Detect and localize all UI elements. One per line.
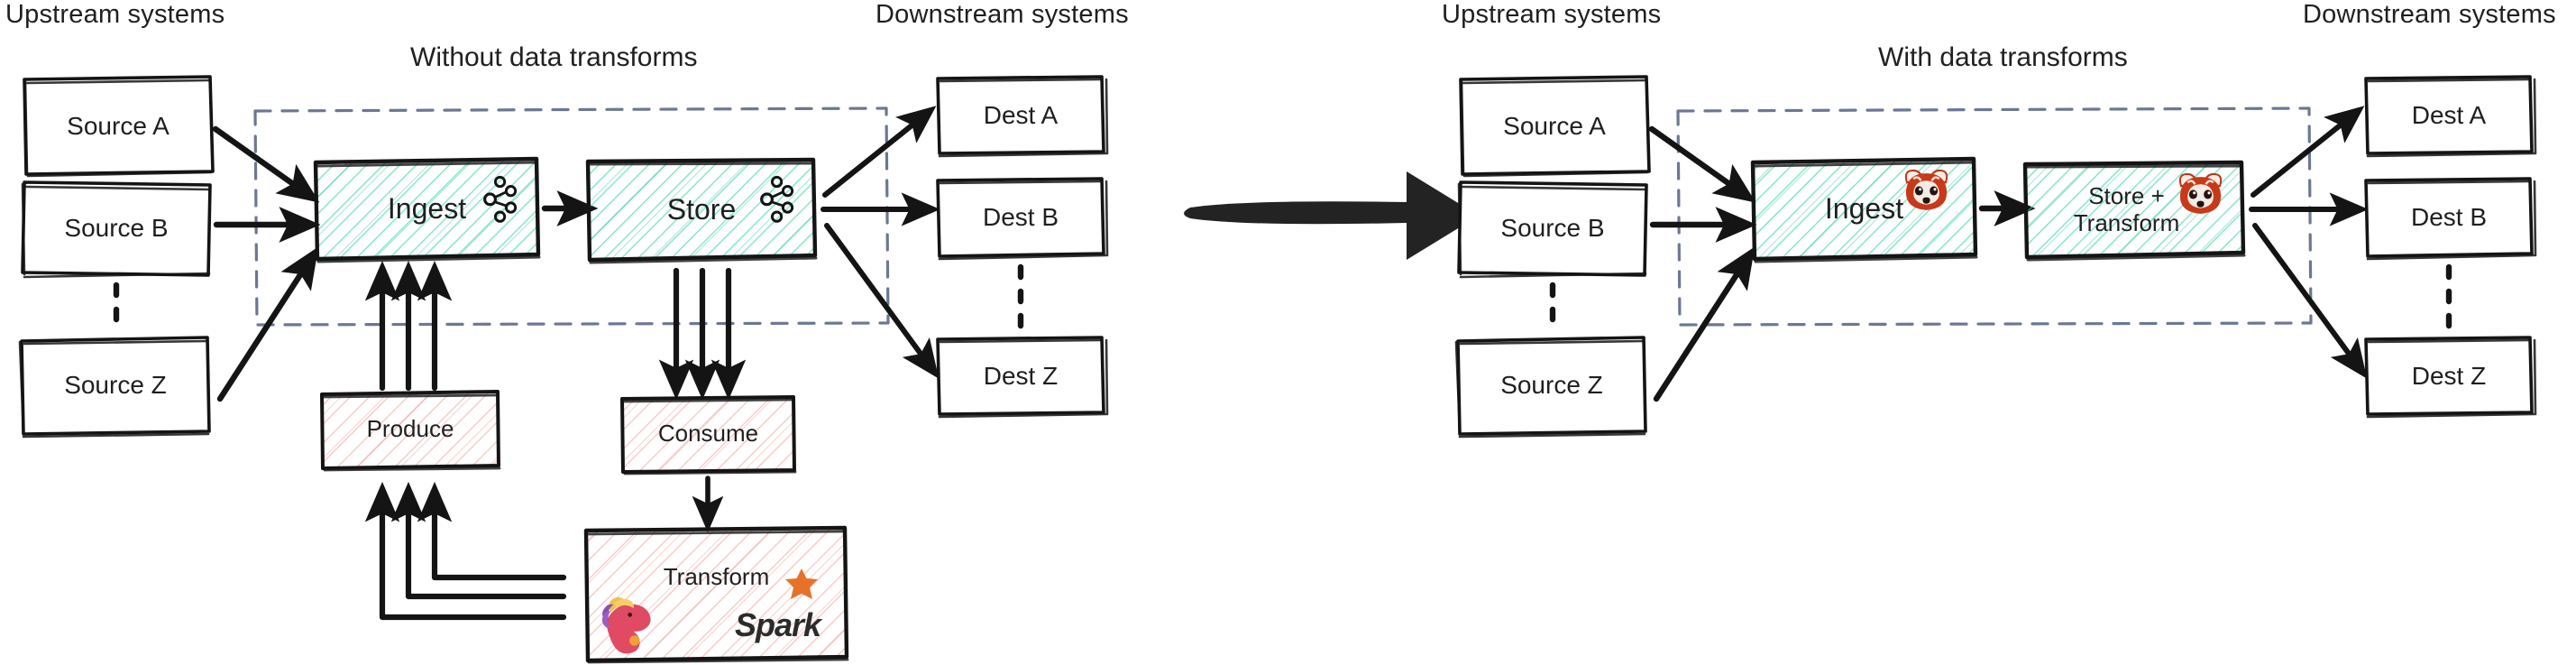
source-box-b — [21, 180, 212, 279]
header-upstream-left: Upstream systems — [5, 0, 225, 29]
source-box-a-right — [1459, 75, 1651, 178]
edges-produce-to-ingest — [364, 260, 453, 392]
spark-logo-icon — [785, 568, 818, 599]
edge-source-z-to-ingest — [216, 246, 319, 402]
edge-source-a-to-ingest-right — [1648, 125, 1756, 203]
edge-source-z-to-ingest-right — [1653, 246, 1756, 402]
dest-box-a-left — [936, 75, 1109, 158]
dest-box-z-right — [2364, 336, 2537, 419]
source-box-z — [18, 336, 211, 439]
kafka-logo-icon — [760, 175, 794, 223]
redpanda-logo-icon — [2178, 172, 2223, 214]
redpanda-logo-icon — [1904, 169, 1948, 210]
consume-box — [620, 395, 797, 476]
spark-wordmark: Spark — [735, 606, 821, 643]
right-pipeline-boundary — [1676, 106, 2313, 327]
panel-title-right: With data transforms — [1878, 42, 2128, 72]
dest-box-b-right — [2364, 177, 2537, 261]
dest-box-z-left — [936, 336, 1109, 419]
edges-store-to-consume — [658, 267, 747, 401]
edge-store-to-dest-a-right — [2251, 106, 2365, 198]
flink-squirrel-icon — [601, 596, 651, 654]
header-upstream-right: Upstream systems — [1442, 0, 1662, 29]
edge-store-to-dest-z-left — [824, 223, 940, 379]
store-box-left — [585, 157, 818, 264]
header-downstream-left: Downstream systems — [875, 0, 1129, 29]
produce-box — [320, 390, 501, 472]
edge-store-to-dest-z-right — [2252, 223, 2368, 379]
source-box-a — [23, 75, 215, 178]
ingest-box-left — [313, 156, 541, 263]
kafka-logo-icon — [483, 175, 518, 223]
edges-transform-to-produce — [364, 481, 567, 621]
transform-box — [583, 525, 849, 664]
header-downstream-right: Downstream systems — [2303, 0, 2556, 29]
edge-source-a-to-ingest — [212, 125, 320, 203]
left-pipeline-boundary — [253, 106, 890, 327]
panel-title-left: Without data transforms — [410, 42, 698, 72]
edge-store-to-dest-a-left — [822, 106, 937, 198]
source-box-z-right — [1454, 336, 1647, 439]
dest-box-a-right — [2364, 75, 2537, 158]
big-right-arrow-icon — [1184, 171, 1479, 260]
dest-box-b-left — [936, 177, 1109, 261]
source-box-b-right — [1457, 180, 1648, 279]
